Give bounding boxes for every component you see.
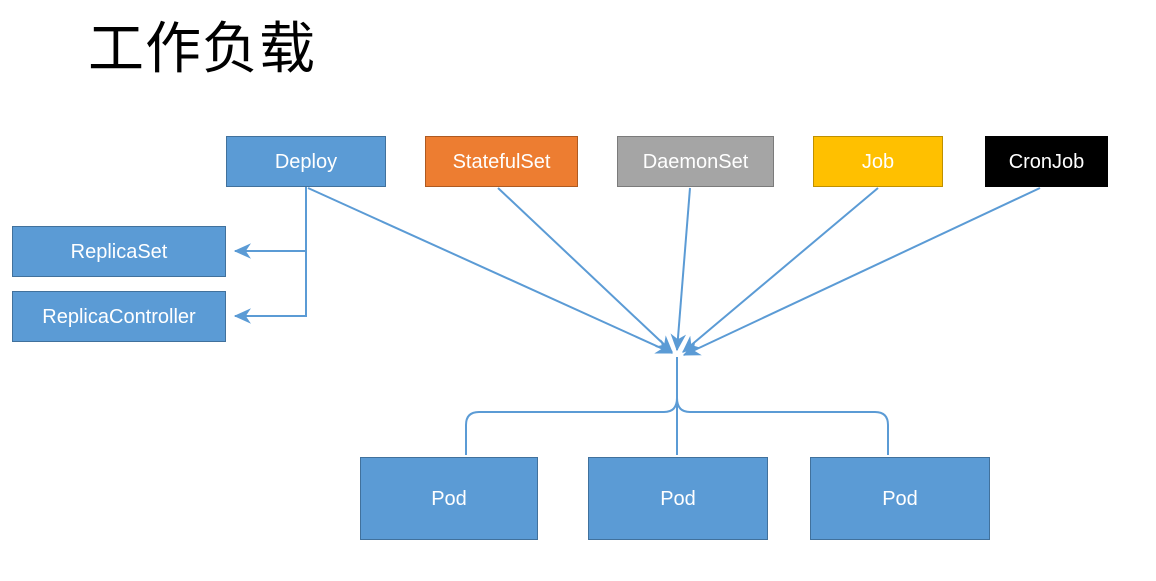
node-cronjob[interactable]: CronJob <box>985 136 1108 187</box>
edge-deploy-to-hub <box>307 187 674 354</box>
edge-hub-to-pods-brace <box>465 357 678 455</box>
node-label: ReplicaController <box>42 305 196 328</box>
node-label: Job <box>861 150 895 173</box>
edge-cronjob-to-hub <box>682 187 1041 356</box>
node-label: CronJob <box>1008 150 1085 173</box>
node-label: StatefulSet <box>452 150 551 173</box>
edge-deploy-to-replicaset <box>233 187 307 259</box>
node-job[interactable]: Job <box>813 136 943 187</box>
node-label: Pod <box>660 487 696 510</box>
edge-deploy-to-replicacontroller <box>233 187 307 324</box>
node-daemonset[interactable]: DaemonSet <box>617 136 774 187</box>
node-pod-1[interactable]: Pod <box>360 457 538 540</box>
edge-hub-to-pods-brace-right <box>676 357 889 455</box>
page-title: 工作负载 <box>88 17 316 80</box>
node-label: Deploy <box>274 150 338 173</box>
node-deploy[interactable]: Deploy <box>226 136 386 187</box>
node-label: DaemonSet <box>642 150 749 173</box>
node-label: Pod <box>882 487 918 510</box>
edge-daemonset-to-hub <box>670 187 691 352</box>
node-replicacontroller[interactable]: ReplicaController <box>12 291 226 342</box>
node-pod-2[interactable]: Pod <box>588 457 768 540</box>
edge-statefulset-to-hub <box>497 187 673 353</box>
node-label: Pod <box>431 487 467 510</box>
node-label: ReplicaSet <box>70 240 168 263</box>
node-pod-3[interactable]: Pod <box>810 457 990 540</box>
node-replicaset[interactable]: ReplicaSet <box>12 226 226 277</box>
edge-job-to-hub <box>682 187 879 353</box>
node-statefulset[interactable]: StatefulSet <box>425 136 578 187</box>
